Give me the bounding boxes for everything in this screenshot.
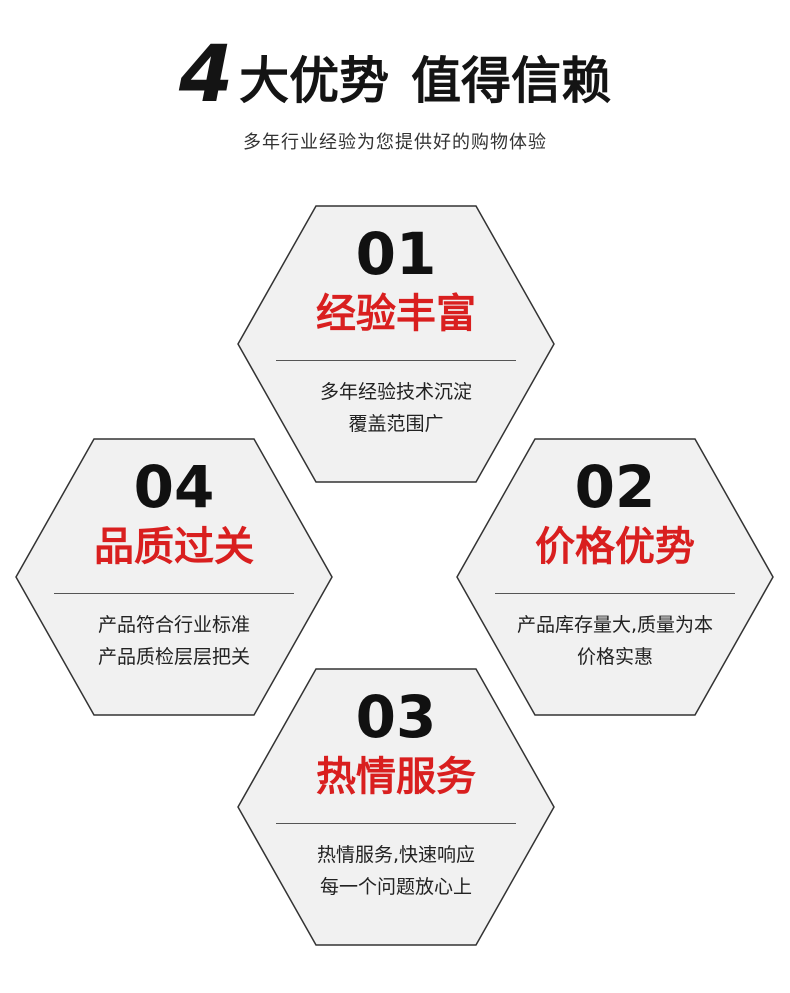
title-number: 4 bbox=[178, 30, 234, 120]
advantage-desc-line-2: 产品质检层层把关 bbox=[97, 646, 250, 668]
advantage-title: 热情服务 bbox=[316, 754, 476, 800]
hexagon-shape bbox=[237, 205, 555, 483]
advantage-desc-line-2: 每一个问题放心上 bbox=[319, 876, 472, 898]
advantage-desc-line-1: 产品库存量大,质量为本 bbox=[516, 614, 714, 636]
advantage-title: 品质过关 bbox=[94, 524, 254, 570]
advantage-card-02: 02 价格优势 产品库存量大,质量为本 价格实惠 bbox=[455, 438, 775, 716]
title-part-2: 值得信赖 bbox=[411, 52, 612, 110]
advantage-desc-line-1: 产品符合行业标准 bbox=[97, 614, 250, 636]
hexagon-shape bbox=[15, 438, 333, 716]
advantage-number: 03 bbox=[355, 683, 437, 751]
advantage-desc-line-1: 多年经验技术沉淀 bbox=[319, 381, 472, 403]
page-title: 4 大优势 值得信赖 bbox=[0, 36, 790, 114]
advantage-number: 01 bbox=[355, 220, 437, 288]
title-part-1: 大优势 bbox=[239, 52, 390, 110]
divider bbox=[276, 360, 516, 361]
advantage-desc-line-2: 价格实惠 bbox=[576, 646, 653, 668]
divider bbox=[54, 593, 294, 594]
advantage-card-04: 04 品质过关 产品符合行业标准 产品质检层层把关 bbox=[14, 438, 334, 716]
divider bbox=[276, 823, 516, 824]
advantage-number: 02 bbox=[574, 453, 656, 521]
advantage-card-03: 03 热情服务 热情服务,快速响应 每一个问题放心上 bbox=[236, 668, 556, 946]
advantage-desc-line-2: 覆盖范围广 bbox=[348, 413, 444, 435]
advantage-number: 04 bbox=[133, 453, 215, 521]
hexagon-shape bbox=[237, 668, 555, 946]
hexagon-shape bbox=[456, 438, 774, 716]
divider bbox=[495, 593, 735, 594]
page-subtitle: 多年行业经验为您提供好的购物体验 bbox=[243, 132, 547, 153]
advantage-title: 经验丰富 bbox=[316, 291, 476, 337]
advantage-card-01: 01 经验丰富 多年经验技术沉淀 覆盖范围广 bbox=[236, 205, 556, 483]
advantage-desc-line-1: 热情服务,快速响应 bbox=[316, 844, 476, 866]
advantage-title: 价格优势 bbox=[535, 524, 695, 570]
